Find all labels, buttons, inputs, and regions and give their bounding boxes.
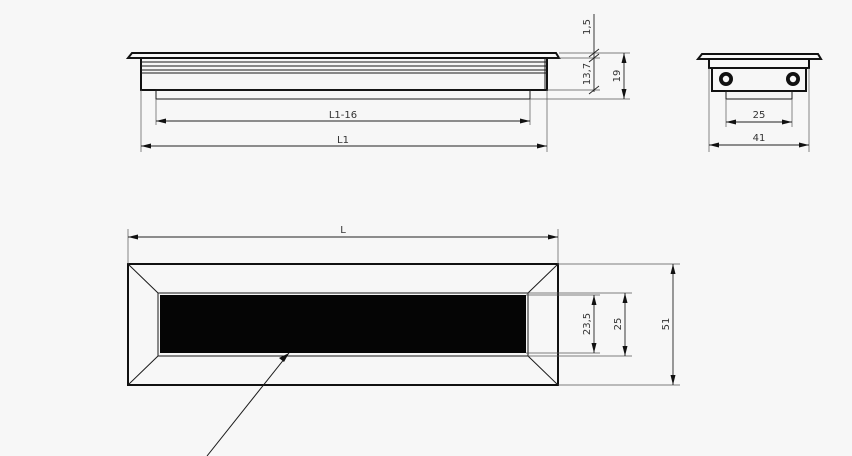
dim-end-inner-width: 25 <box>726 110 792 125</box>
dim-label-1-5: 1,5 <box>582 19 593 35</box>
dim-label-23-5: 23,5 <box>582 313 593 335</box>
end-view: 25 41 <box>695 53 823 152</box>
dim-label-l1: L1 <box>337 135 349 146</box>
dim-label-25-top: 25 <box>613 318 624 331</box>
dim-length-overall: L1 <box>141 135 547 149</box>
top-view: L 23,5 25 51 <box>127 225 680 456</box>
dim-end-outer-width: 41 <box>709 133 809 148</box>
screw-icon <box>719 72 733 86</box>
brush-opening <box>160 295 526 353</box>
leader-line <box>206 352 290 456</box>
end-view-rail <box>725 90 793 100</box>
top-view-bevel <box>157 292 529 357</box>
dim-label-l1-16: L1-16 <box>329 110 357 121</box>
dim-opening-inner: 23,5 <box>582 295 597 353</box>
side-view: L1-16 L1 1,5 13,7 19 <box>125 14 630 152</box>
dim-label-51: 51 <box>661 318 672 331</box>
dim-flange-thickness: 1,5 <box>582 14 600 92</box>
dim-top-length: L <box>128 225 558 240</box>
dim-overall-width: 51 <box>661 264 676 385</box>
dim-label-l: L <box>340 225 346 236</box>
top-view-frame <box>127 263 559 386</box>
dim-label-25-end: 25 <box>753 110 766 121</box>
dim-body-height: 13,7 <box>582 63 600 95</box>
dim-label-13-7: 13,7 <box>582 63 593 85</box>
end-view-body <box>708 58 810 69</box>
side-view-rail <box>155 89 531 100</box>
screw-icon <box>786 72 800 86</box>
side-view-body <box>140 57 548 91</box>
dim-opening-outer: 25 <box>613 293 628 356</box>
dim-length-inner: L1-16 <box>156 110 530 124</box>
dim-total-height: 19 <box>612 53 627 99</box>
dim-label-41: 41 <box>753 133 766 144</box>
dim-label-19: 19 <box>612 70 623 83</box>
